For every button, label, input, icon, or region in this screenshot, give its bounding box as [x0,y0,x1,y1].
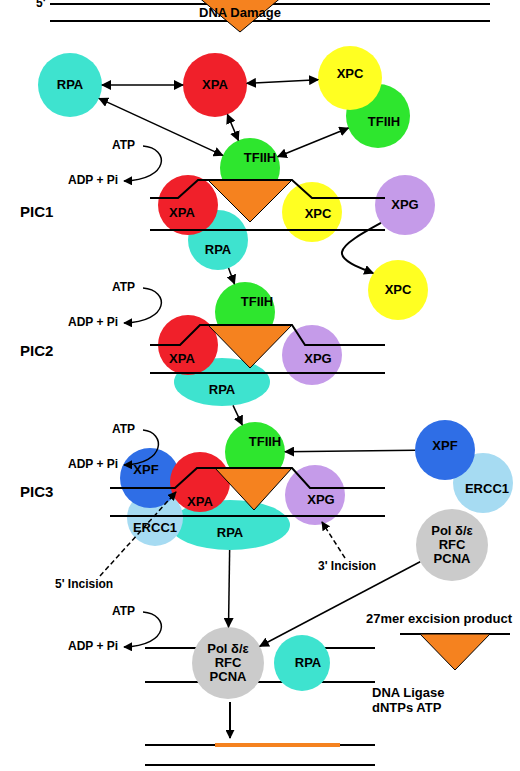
protein-circle: XPG [375,175,435,235]
stage-label: PIC1 [20,203,53,220]
annotation-text: ATP [112,605,135,619]
node-label: TFIIH [244,151,277,165]
arrow-connector [229,268,235,284]
protein-circle: XPA [158,175,218,235]
protein-circle: XPG [282,325,342,385]
node-label: XPG [307,493,334,507]
node-label: RPA [295,656,321,670]
node-label: ERCC1 [465,482,509,496]
node-label: XPA [202,78,228,92]
ligation-arrow [229,702,231,738]
node-label: XPA [169,206,195,220]
dna-group [110,180,385,765]
annotation-text: ATP [112,281,135,295]
arrow-connector [278,128,349,157]
node-label: ERCC1 [133,521,177,535]
arrow-connector [233,405,242,425]
dna-strand [50,20,490,22]
node-label: DNA Damage [199,6,281,20]
arrow-connector [260,562,420,646]
stage-label: PIC2 [20,342,53,359]
protein-circle: XPA [158,315,218,375]
node-label: Pol δ/ε RFC PCNA [200,642,256,685]
damage-lesion: DNA Damage [195,0,285,32]
repaired-segment [215,743,340,747]
excision-product: 27mer excision product [360,612,518,672]
annotation-text: ADP + Pi [68,458,118,472]
node-label: TFIIH [241,295,274,309]
protein-circle: XPC [282,182,342,242]
node-label: XPG [391,198,418,212]
annotation-text: 5' Incision [55,578,113,592]
protein-circle: TFIIH [220,138,280,198]
node-label: TFIIH [249,435,282,449]
annotation-text: ATP [112,423,135,437]
node-label: XPC [337,67,364,81]
protein-circle: Pol δ/ε RFC PCNA [192,627,264,699]
annotation-text: ATP [112,139,135,153]
lesion-triangle [420,634,490,670]
protein-circle: XPC [318,46,382,110]
dna-strand [145,744,375,746]
annotation-text: 3' Incision [318,560,376,574]
annotation-text: ADP + Pi [68,640,118,654]
protein-circle: XPF [415,420,475,480]
dna-strand [145,647,200,649]
stage-label: PIC3 [20,483,53,500]
node-label: RPA [209,383,235,397]
arrow-connector [342,223,381,273]
arrow-connector [285,450,415,451]
annotation-text: 5' [36,0,46,11]
protein-circle: XPC [368,260,428,320]
incision-arrow [322,522,345,558]
annotation-text: ADP + Pi [68,174,118,188]
node-label: TFIIH [368,115,401,129]
protein-circle: XPG [285,465,345,525]
protein-circle: RPA [274,635,330,691]
node-label: Pol δ/ε RFC PCNA [424,524,480,567]
dna-group [50,4,490,682]
protein-circle: RPA [38,53,102,117]
node-label: XPA [169,352,195,366]
dna-strand [145,681,375,683]
node-label: 27mer excision product [366,612,512,626]
dna-strand [145,764,375,766]
annotation-text: DNA Ligase dNTPs ATP [372,686,452,716]
arrow-connector [227,114,238,140]
node-label: RPA [205,243,231,257]
node-label: XPC [385,283,412,297]
node-label: XPC [305,207,332,221]
node-label: XPF [432,439,457,453]
protein-circle: Pol δ/ε RFC PCNA [416,509,488,581]
node-label: XPG [304,352,331,366]
protein-circle: TFIIH [225,422,285,482]
lesion-triangle [197,0,283,32]
node-label: RPA [217,526,243,540]
arrow-connector [247,80,318,84]
node-label: RPA [57,78,83,92]
arrow-connector [102,84,183,86]
node-label: XPA [187,495,213,509]
protein-circle: TFIIH [215,282,275,342]
protein-circle: XPA [170,452,230,512]
annotation-text: ADP + Pi [68,316,118,330]
protein-circle: XPA [183,53,247,117]
node-label: XPF [133,463,158,477]
dna-strand [320,647,375,649]
arrow-connector [229,550,230,627]
